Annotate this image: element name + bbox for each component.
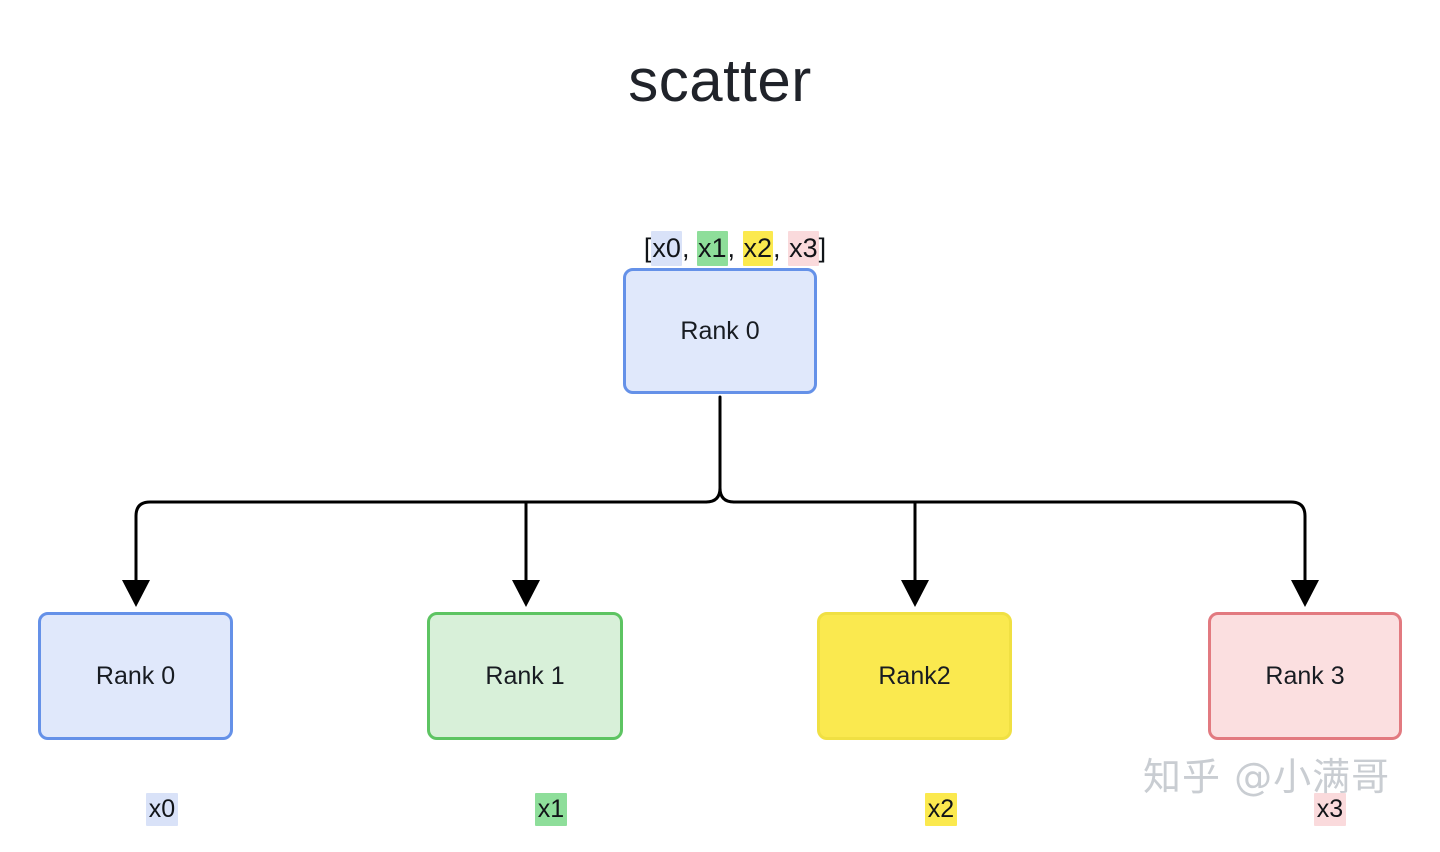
chunk-text-x2: x2 bbox=[924, 792, 958, 826]
source-array-label: [x0, x1, x2, x3] bbox=[0, 200, 1440, 297]
connector-bus-left bbox=[134, 500, 708, 594]
chunk-text-x0: x0 bbox=[145, 792, 179, 826]
arrowhead-r3 bbox=[1291, 580, 1319, 607]
chunk-text-x3: x3 bbox=[1313, 792, 1347, 826]
connector-stem-mirror bbox=[704, 486, 722, 504]
node-leaf-2-label: Rank2 bbox=[878, 661, 951, 690]
arrowhead-r2 bbox=[901, 580, 929, 607]
array-element-x1: x1 bbox=[696, 231, 728, 267]
array-close-bracket: ] bbox=[818, 233, 827, 264]
arrowhead-r1 bbox=[512, 580, 540, 607]
chunk-text-x1: x1 bbox=[534, 792, 568, 826]
node-root-rank-0[interactable]: Rank 0 bbox=[623, 268, 817, 394]
array-element-x2: x2 bbox=[742, 231, 774, 267]
page-title: scatter bbox=[628, 47, 812, 114]
node-root-label: Rank 0 bbox=[680, 316, 760, 345]
node-leaf-rank-1[interactable]: Rank 1 bbox=[427, 612, 623, 740]
chunk-label-x1: x1 bbox=[507, 766, 568, 852]
node-leaf-rank-3[interactable]: Rank 3 bbox=[1208, 612, 1402, 740]
array-open-bracket: [ bbox=[643, 233, 652, 264]
node-leaf-3-label: Rank 3 bbox=[1265, 661, 1345, 690]
array-separator-1: , bbox=[727, 233, 743, 264]
chunk-label-x3: x3 bbox=[1286, 766, 1347, 852]
arrowhead-r0 bbox=[122, 580, 150, 607]
node-leaf-rank-0[interactable]: Rank 0 bbox=[38, 612, 233, 740]
zhihu-watermark: 知乎 @小满哥 bbox=[1143, 755, 1391, 799]
array-separator-2: , bbox=[773, 233, 789, 264]
node-leaf-0-label: Rank 0 bbox=[95, 661, 176, 690]
chunk-label-x0: x0 bbox=[118, 766, 179, 852]
array-element-x3: x3 bbox=[788, 231, 819, 267]
array-separator-0: , bbox=[681, 233, 697, 264]
connector-bus-right bbox=[732, 500, 1307, 594]
connector-stem bbox=[718, 395, 736, 504]
array-element-x0: x0 bbox=[651, 231, 682, 267]
node-leaf-rank-2[interactable]: Rank2 bbox=[817, 612, 1012, 740]
chunk-label-x2: x2 bbox=[897, 766, 958, 852]
node-leaf-1-label: Rank 1 bbox=[485, 661, 565, 690]
